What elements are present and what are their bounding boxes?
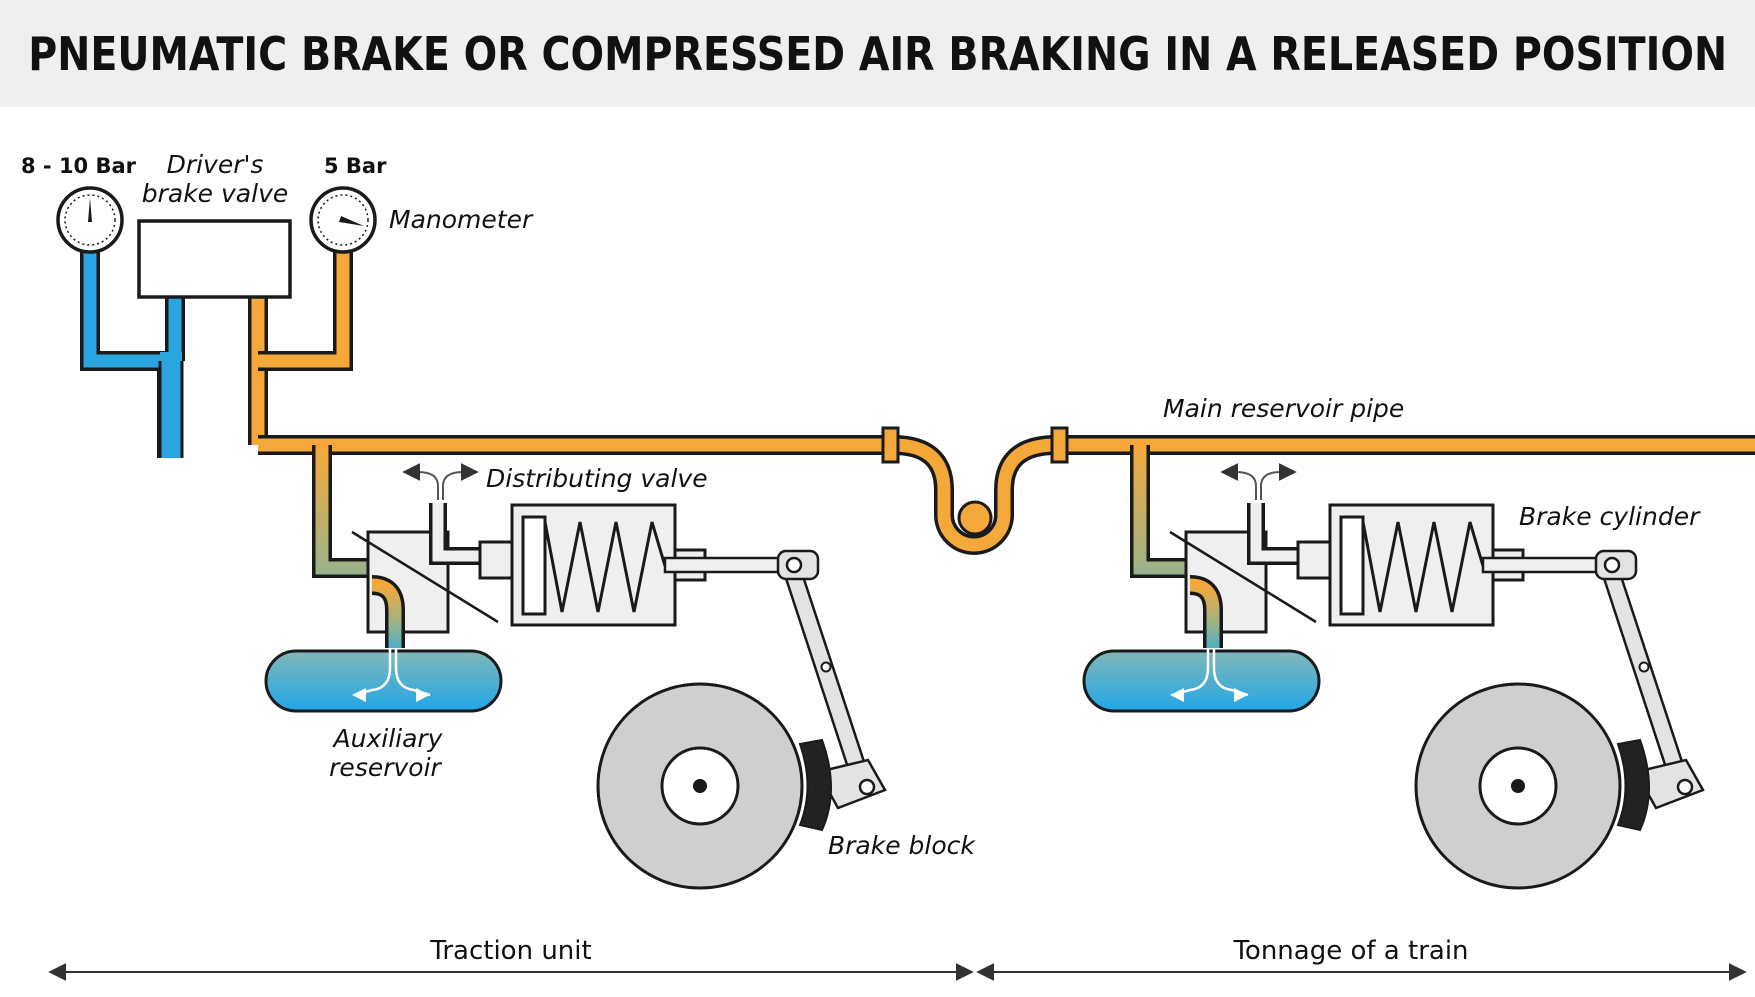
brake-cylinder <box>478 503 792 627</box>
brake-block-2 <box>1616 738 1650 832</box>
title-bar: PNEUMATIC BRAKE OR COMPRESSED AIR BRAKIN… <box>0 0 1755 107</box>
tonnage-label: Tonnage of a train <box>1232 936 1468 966</box>
brake-block <box>798 738 832 832</box>
drivers-valve-label-1: Driver's <box>167 150 264 179</box>
manometer-label: Manometer <box>389 205 534 234</box>
auxiliary-reservoir <box>264 648 503 713</box>
brake-cylinder-2 <box>1296 503 1610 627</box>
drivers-brake-valve <box>137 219 292 299</box>
manometer-left <box>56 186 124 254</box>
span-arrows: Traction unit Tonnage of a train <box>48 936 1747 981</box>
brake-lever-2 <box>1594 549 1705 810</box>
brake-unit-tonnage <box>1082 445 1705 890</box>
wheel-2 <box>1414 682 1622 890</box>
wheel <box>596 682 804 890</box>
brake-block-label: Brake block <box>828 831 976 860</box>
orange-valve-pipes <box>248 248 353 445</box>
drivers-controls: 8 - 10 Bar 5 Bar Driver's brake valve Ma… <box>21 150 534 458</box>
traction-unit-label: Traction unit <box>429 936 591 966</box>
drivers-valve-label-2: brake valve <box>142 179 289 208</box>
brake-lever <box>776 549 887 810</box>
pressure-left-label: 8 - 10 Bar <box>21 154 137 178</box>
distributing-valve-label: Distributing valve <box>486 464 708 493</box>
auxiliary-reservoir-2 <box>1082 648 1321 713</box>
main-reservoir-pipe-label: Main reservoir pipe <box>1163 394 1404 423</box>
manometer-right <box>309 186 377 254</box>
blue-pipes <box>80 248 185 458</box>
diagram-title: PNEUMATIC BRAKE OR COMPRESSED AIR BRAKIN… <box>28 26 1727 81</box>
auxiliary-label-2: reservoir <box>329 753 442 782</box>
auxiliary-label-1: Auxiliary <box>332 724 444 753</box>
distributing-valve <box>351 463 499 648</box>
main-reservoir-pipe: Main reservoir pipe <box>258 394 1755 555</box>
brake-cylinder-label: Brake cylinder <box>1519 502 1701 531</box>
pressure-right-label: 5 Bar <box>324 154 387 178</box>
brake-unit-traction: Distributing valve Auxiliary reservoir B… <box>264 445 976 890</box>
distributing-valve-2 <box>1169 463 1317 648</box>
